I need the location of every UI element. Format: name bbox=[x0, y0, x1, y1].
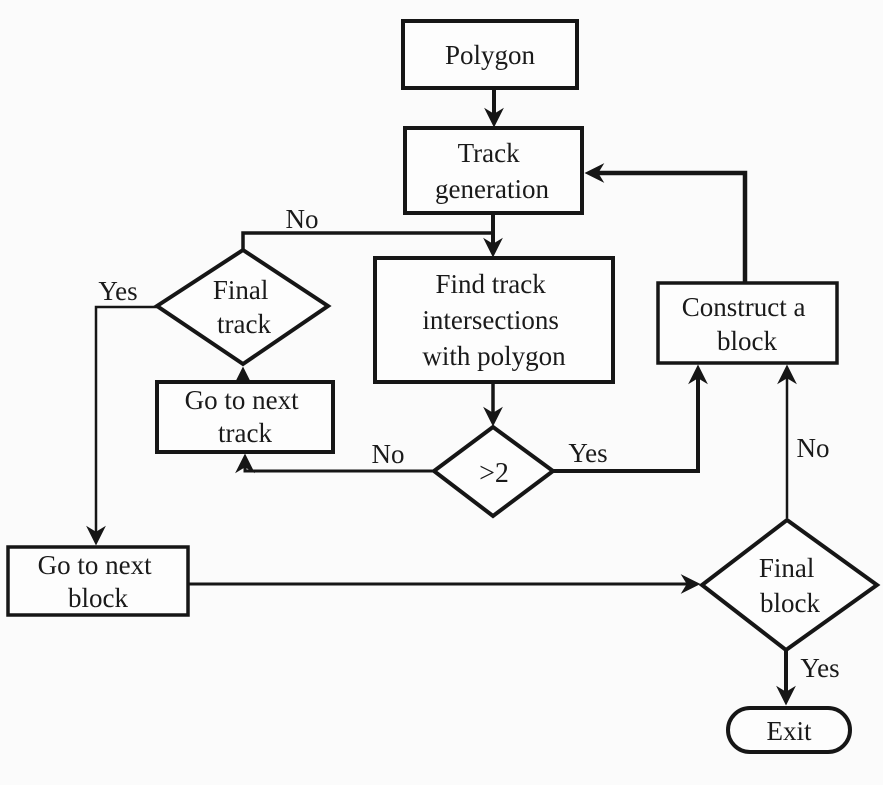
node-exit: Exit bbox=[726, 706, 852, 754]
edge-gt2-yes-to-construct-block bbox=[553, 364, 708, 473]
edge-construct-block-to-track-generation bbox=[584, 163, 748, 282]
go-to-next-block-label: Go to next block bbox=[38, 550, 159, 613]
label-final-block-no: No bbox=[797, 433, 830, 463]
go-to-next-track-label: Go to next track bbox=[185, 385, 306, 448]
node-go-to-next-block: Go to next block bbox=[6, 545, 190, 617]
final-track-label: Final track bbox=[213, 275, 275, 339]
node-construct-a-block: Construct a block bbox=[656, 281, 839, 365]
greater-than-2-diamond bbox=[430, 424, 557, 519]
node-find-track-intersections: Find track intersections with polygon bbox=[373, 256, 615, 384]
label-final-track-yes: Yes bbox=[98, 276, 137, 306]
polygon-box bbox=[401, 19, 579, 90]
edges bbox=[86, 89, 797, 706]
exit-terminator bbox=[726, 706, 852, 754]
node-final-track: Final track bbox=[153, 247, 332, 367]
edge-labels: No Yes No Yes No Yes bbox=[98, 204, 839, 683]
node-final-block: Final block bbox=[698, 517, 881, 653]
node-go-to-next-track: Go to next track bbox=[155, 380, 335, 454]
edge-gt2-no-to-go-next-track bbox=[235, 453, 434, 474]
label-gt2-yes: Yes bbox=[568, 438, 607, 468]
construct-a-block-box bbox=[656, 281, 839, 365]
nodes: Polygon Track generation Find track inte… bbox=[6, 19, 881, 754]
construct-a-block-label: Construct a block bbox=[682, 292, 812, 356]
exit-label: Exit bbox=[767, 716, 812, 746]
edge-final-track-yes-to-go-next-block bbox=[86, 305, 157, 546]
node-track-generation: Track generation bbox=[403, 126, 584, 215]
label-gt2-no: No bbox=[372, 439, 405, 469]
go-to-next-block-box bbox=[6, 545, 190, 617]
final-block-diamond bbox=[698, 517, 881, 653]
find-track-intersections-label: Find track intersections with polygon bbox=[422, 269, 566, 371]
track-generation-box bbox=[403, 126, 584, 215]
go-to-next-track-box bbox=[155, 380, 335, 454]
node-polygon: Polygon bbox=[401, 19, 579, 90]
node-greater-than-2: >2 bbox=[430, 424, 557, 519]
edge-final-track-no bbox=[241, 231, 493, 252]
final-track-diamond bbox=[153, 247, 332, 367]
label-final-track-no: No bbox=[286, 204, 319, 234]
greater-than-2-label: >2 bbox=[479, 458, 509, 489]
final-block-label: Final block bbox=[759, 553, 821, 618]
track-generation-label: Track generation bbox=[435, 138, 549, 204]
find-track-intersections-box bbox=[373, 256, 615, 384]
polygon-label: Polygon bbox=[445, 40, 536, 70]
label-final-block-yes: Yes bbox=[800, 653, 839, 683]
